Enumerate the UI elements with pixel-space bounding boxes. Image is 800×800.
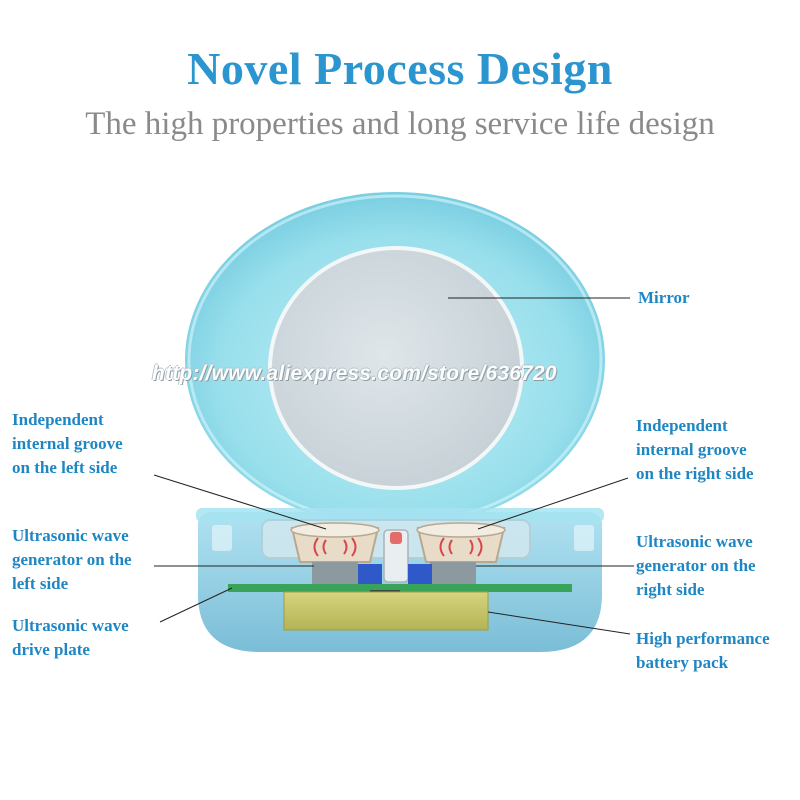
battery-pack (283, 591, 489, 631)
label-drive-plate: Ultrasonic wave drive plate (12, 616, 129, 659)
generator-left-block (312, 562, 358, 584)
label-groove-left: Independent internal groove on the left … (12, 410, 123, 477)
page-title: Novel Process Design (187, 43, 613, 94)
generator-right-block (430, 562, 476, 584)
page-subtitle: The high properties and long service lif… (85, 106, 715, 142)
leader-lines (153, 297, 634, 635)
label-generator-left: Ultrasonic wave generator on the left si… (12, 526, 132, 593)
label-generator-right: Ultrasonic wave generator on the right s… (636, 532, 756, 599)
groove-right-top (416, 522, 506, 538)
mirror-disc (268, 246, 524, 490)
base-rim (196, 508, 604, 522)
store-watermark: http://www.aliexpress.com/store/636720 (152, 362, 557, 385)
generator-left-core (358, 564, 382, 584)
hinge-left (212, 525, 232, 551)
wave-marks-right (439, 537, 483, 557)
groove-left-top (290, 522, 380, 538)
label-battery: High performance battery pack (636, 629, 770, 672)
center-led (390, 532, 402, 544)
wave-marks-left (313, 537, 357, 557)
label-mirror: Mirror (638, 288, 690, 307)
center-post (383, 529, 409, 583)
label-groove-right: Independent internal groove on the right… (636, 416, 754, 483)
drive-plate-pcb (228, 584, 572, 592)
hinge-right (574, 525, 594, 551)
generator-right-core (408, 564, 432, 584)
